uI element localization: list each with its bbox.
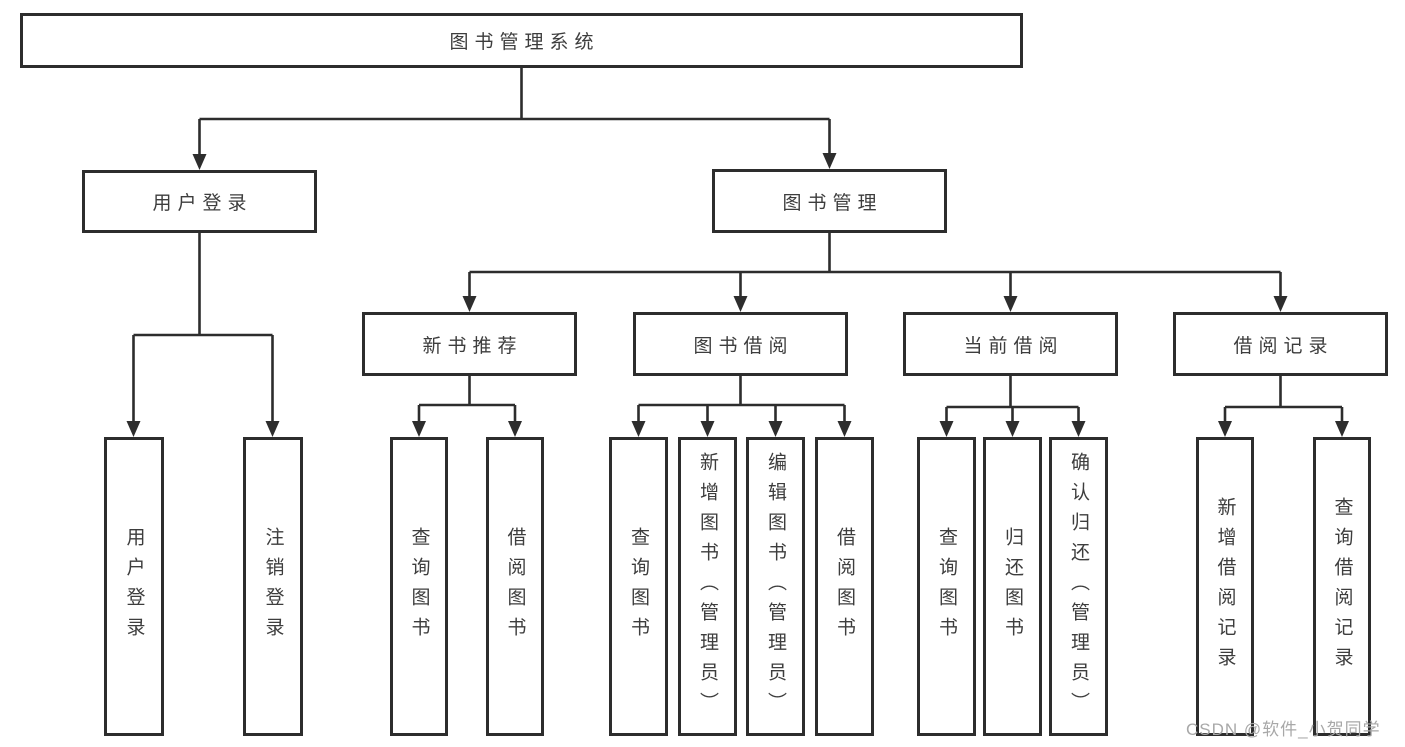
leaf-query-books-borrow-label: 查询图书 (628, 526, 649, 647)
leaf-logout-label: 注销登录 (262, 526, 284, 647)
leaf-add-book-admin: 新增图书（管理员） (678, 437, 737, 736)
leaf-confirm-return-admin: 确认归还（管理员） (1049, 437, 1108, 736)
node-book-management: 图书管理 (712, 169, 947, 233)
arrowhead-icon (939, 421, 954, 437)
arrowhead-icon (265, 421, 280, 437)
connector-buses (132, 68, 1344, 424)
arrowhead-icon (733, 296, 748, 312)
leaf-edit-book-admin: 编辑图书（管理员） (746, 437, 805, 736)
arrowhead-icon (631, 421, 646, 437)
leaf-add-book-admin-label: 新增图书（管理员） (697, 451, 718, 722)
node-borrowing-records: 借阅记录 (1173, 312, 1388, 376)
arrowhead-icon (822, 153, 837, 169)
leaf-query-borrow-record-label: 查询借阅记录 (1331, 496, 1353, 677)
leaf-query-books-recommend: 查询图书 (390, 437, 448, 736)
leaf-user-login-label: 用户登录 (123, 526, 145, 647)
node-current-borrowing-label: 当前借阅 (963, 335, 1064, 357)
leaf-borrow-books-recommend: 借阅图书 (486, 437, 544, 736)
leaf-edit-book-admin-label: 编辑图书（管理员） (765, 451, 786, 722)
node-book-borrowing-label: 图书借阅 (693, 335, 794, 357)
arrowhead-icon (508, 421, 522, 437)
node-borrowing-records-label: 借阅记录 (1233, 335, 1334, 357)
leaf-return-books: 归还图书 (983, 437, 1042, 736)
node-user-login: 用户登录 (82, 170, 317, 233)
leaf-query-books-borrow: 查询图书 (609, 437, 668, 736)
leaf-query-books-recommend-label: 查询图书 (408, 526, 430, 647)
node-user-login-label: 用户登录 (152, 193, 253, 214)
node-system-root-label: 图书管理系统 (449, 32, 600, 53)
leaf-return-books-label: 归还图书 (1002, 526, 1023, 647)
arrowhead-icon (412, 421, 426, 437)
arrowhead-icon (1335, 421, 1349, 437)
node-book-borrowing: 图书借阅 (633, 312, 848, 376)
csdn-watermark: CSDN @软件_小贺同学 (1186, 720, 1381, 739)
leaf-query-borrow-record: 查询借阅记录 (1313, 437, 1371, 736)
leaf-borrow-books-label: 借阅图书 (834, 526, 855, 647)
arrowhead-icon (1218, 421, 1232, 437)
arrowhead-icon (1005, 421, 1020, 437)
arrowhead-icon (192, 154, 207, 170)
arrowhead-icon (700, 421, 715, 437)
arrow-shafts (132, 119, 1344, 424)
leaf-user-login: 用户登录 (104, 437, 164, 736)
arrowhead-icon (837, 421, 852, 437)
node-system-root: 图书管理系统 (20, 13, 1023, 68)
node-current-borrowing: 当前借阅 (903, 312, 1118, 376)
leaf-add-borrow-record: 新增借阅记录 (1196, 437, 1254, 736)
leaf-borrow-books-recommend-label: 借阅图书 (504, 526, 526, 647)
node-book-management-label: 图书管理 (782, 192, 883, 214)
leaf-add-borrow-record-label: 新增借阅记录 (1214, 496, 1236, 677)
node-new-book-recommendation: 新书推荐 (362, 312, 577, 376)
node-new-book-recommendation-label: 新书推荐 (422, 335, 523, 357)
leaf-query-books-current-label: 查询图书 (936, 526, 957, 647)
arrowhead-icon (462, 296, 477, 312)
leaf-confirm-return-admin-label: 确认归还（管理员） (1068, 451, 1089, 722)
leaf-logout: 注销登录 (243, 437, 303, 736)
arrowhead-icon (126, 421, 141, 437)
arrowhead-icon (1003, 296, 1018, 312)
arrowhead-icon (1071, 421, 1086, 437)
arrowhead-icon (768, 421, 783, 437)
leaf-query-books-current: 查询图书 (917, 437, 976, 736)
arrowheads (126, 153, 1349, 437)
leaf-borrow-books: 借阅图书 (815, 437, 874, 736)
arrowhead-icon (1273, 296, 1288, 312)
